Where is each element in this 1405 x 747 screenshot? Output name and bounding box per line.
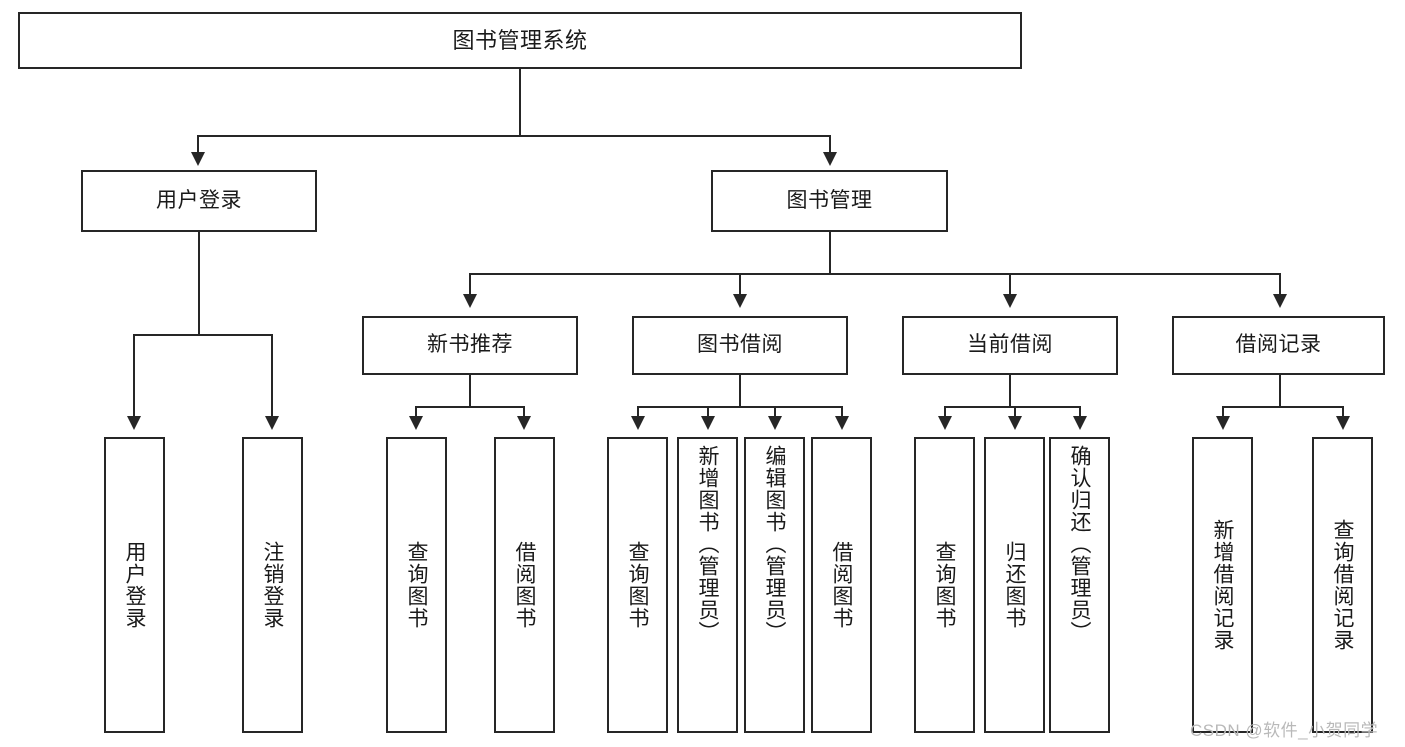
connector-drop-new-book [469,273,471,295]
connector-drop-bb-add [707,406,709,417]
connector-drop-br-add [1222,406,1224,417]
leaf-user-login[interactable]: 用户登录 [104,437,165,733]
connector-current-borrow-stem [1009,375,1011,407]
node-book-management[interactable]: 图书管理 [711,170,948,232]
arrowhead-bb-edit [768,416,782,430]
arrowhead-nb-borrow [517,416,531,430]
connector-drop-nb-query [415,406,417,417]
connector-level3-bus [469,273,1281,275]
node-label: 查询图书 [405,541,429,629]
leaf-br-query-record[interactable]: 查询借阅记录 [1312,437,1373,733]
leaf-cb-confirm-return-admin[interactable]: 确认归还（管理员） [1049,437,1110,733]
leaf-bb-edit-book-admin[interactable]: 编辑图书（管理员） [744,437,805,733]
leaf-cb-query-book[interactable]: 查询图书 [914,437,975,733]
leaf-bb-query-book[interactable]: 查询图书 [607,437,668,733]
connector-drop-bb-edit [774,406,776,417]
connector-drop-bb-borrow [841,406,843,417]
leaf-nb-borrow-book[interactable]: 借阅图书 [494,437,555,733]
arrowhead-br-query [1336,416,1350,430]
arrowhead-br-add [1216,416,1230,430]
node-label: 新增图书（管理员） [696,445,720,643]
connector-drop-leaf-logout [271,334,273,417]
connector-new-book-stem [469,375,471,407]
arrowhead-user-login [191,152,205,166]
node-book-borrow[interactable]: 图书借阅 [632,316,848,375]
arrowhead-leaf-logout [265,416,279,430]
connector-drop-borrow-record [1279,273,1281,295]
arrowhead-borrow-record [1273,294,1287,308]
connector-borrow-record-bus [1222,406,1343,408]
arrowhead-book-management [823,152,837,166]
leaf-bb-borrow-book[interactable]: 借阅图书 [811,437,872,733]
connector-drop-cb-return [1014,406,1016,417]
node-label: 注销登录 [261,541,285,629]
arrowhead-new-book [463,294,477,308]
node-label: 用户登录 [156,188,242,212]
arrowhead-current-borrow [1003,294,1017,308]
node-label: 新书推荐 [427,333,513,357]
connector-current-borrow-bus [944,406,1080,408]
connector-drop-book-borrow [739,273,741,295]
node-new-book-recommend[interactable]: 新书推荐 [362,316,578,375]
node-label: 用户登录 [123,541,147,629]
arrowhead-leaf-user-login [127,416,141,430]
connector-drop-cb-confirm [1079,406,1081,417]
arrowhead-nb-query [409,416,423,430]
node-label: 编辑图书（管理员） [763,445,787,643]
connector-user-login-bus [133,334,271,336]
arrowhead-cb-query [938,416,952,430]
node-label: 当前借阅 [967,333,1053,357]
node-label: 图书管理系统 [452,27,588,53]
connector-drop-br-query [1342,406,1344,417]
arrowhead-bb-add [701,416,715,430]
leaf-nb-query-book[interactable]: 查询图书 [386,437,447,733]
node-label: 查询图书 [933,541,957,629]
connector-drop-cb-query [944,406,946,417]
connector-drop-book-management [829,135,831,153]
leaf-bb-add-book-admin[interactable]: 新增图书（管理员） [677,437,738,733]
node-label: 借阅图书 [830,541,854,629]
leaf-logout[interactable]: 注销登录 [242,437,303,733]
arrowhead-bb-query [631,416,645,430]
connector-drop-current-borrow [1009,273,1011,295]
connector-drop-user-login [197,135,199,153]
connector-user-login-stem [198,232,200,335]
connector-book-borrow-bus [637,406,843,408]
node-label: 查询图书 [626,541,650,629]
arrowhead-cb-confirm [1073,416,1087,430]
arrowhead-book-borrow [733,294,747,308]
connector-book-borrow-stem [739,375,741,407]
connector-root-bus [197,135,831,137]
leaf-cb-return-book[interactable]: 归还图书 [984,437,1045,733]
connector-drop-leaf-user-login [133,334,135,417]
node-label: 归还图书 [1003,541,1027,629]
node-borrow-record[interactable]: 借阅记录 [1172,316,1385,375]
connector-new-book-bus [415,406,525,408]
connector-book-management-stem [829,232,831,274]
node-root-book-management-system[interactable]: 图书管理系统 [18,12,1022,69]
node-label: 图书借阅 [697,333,783,357]
csdn-watermark: CSDN @软件_小贺同学 [1190,721,1379,740]
connector-borrow-record-stem [1279,375,1281,407]
node-label: 借阅图书 [513,541,537,629]
node-label: 图书管理 [786,188,873,212]
connector-drop-nb-borrow [523,406,525,417]
leaf-br-add-record[interactable]: 新增借阅记录 [1192,437,1253,733]
node-label: 确认归还（管理员） [1068,445,1092,643]
node-label: 新增借阅记录 [1211,519,1235,651]
node-label: 借阅记录 [1235,333,1322,357]
arrowhead-cb-return [1008,416,1022,430]
connector-root-stem [519,69,521,136]
connector-drop-bb-query [637,406,639,417]
node-label: 查询借阅记录 [1331,519,1355,651]
node-user-login[interactable]: 用户登录 [81,170,317,232]
arrowhead-bb-borrow [835,416,849,430]
node-current-borrow[interactable]: 当前借阅 [902,316,1118,375]
